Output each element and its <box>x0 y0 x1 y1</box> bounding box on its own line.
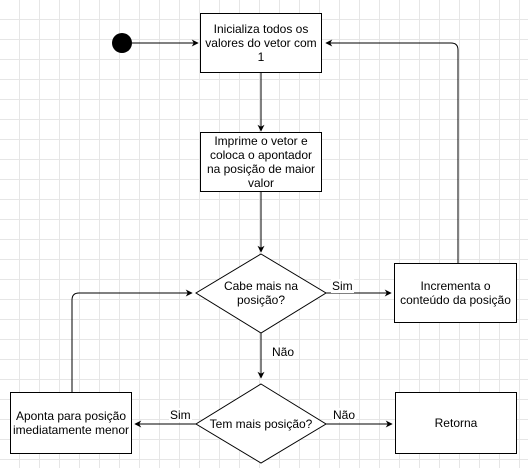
edge-label-fits-no: Não <box>271 345 296 359</box>
start-node[interactable] <box>112 33 132 53</box>
edge-point-lower-to-fits <box>71 289 193 392</box>
init-box[interactable] <box>200 13 322 73</box>
increment-box[interactable] <box>394 263 517 323</box>
point-lower-box[interactable] <box>10 392 132 454</box>
increment-label: Incrementa o conteúdo da posição <box>400 279 511 307</box>
point-lower-label: Aponta para posição imediatamente menor <box>12 409 130 437</box>
decision-more-diamond[interactable] <box>195 383 327 464</box>
edge-label-more-no: Não <box>332 408 357 422</box>
edge-label-more-yes: Sim <box>169 408 192 422</box>
return-label: Retorna <box>434 416 478 430</box>
print-label: Imprime o vetor e coloca o apontador na … <box>206 134 316 190</box>
decision-fits-label: Cabe mais na posição? <box>223 279 299 307</box>
decision-more-label: Tem mais posição? <box>209 417 313 431</box>
edge-label-fits-yes: Sim <box>331 279 354 293</box>
print-box[interactable] <box>200 132 322 192</box>
decision-fits-diamond[interactable] <box>195 253 327 334</box>
return-box[interactable] <box>395 392 517 454</box>
edge-increment-to-init <box>325 39 459 263</box>
init-label: Inicializa todos os valores do vetor com… <box>205 22 317 64</box>
